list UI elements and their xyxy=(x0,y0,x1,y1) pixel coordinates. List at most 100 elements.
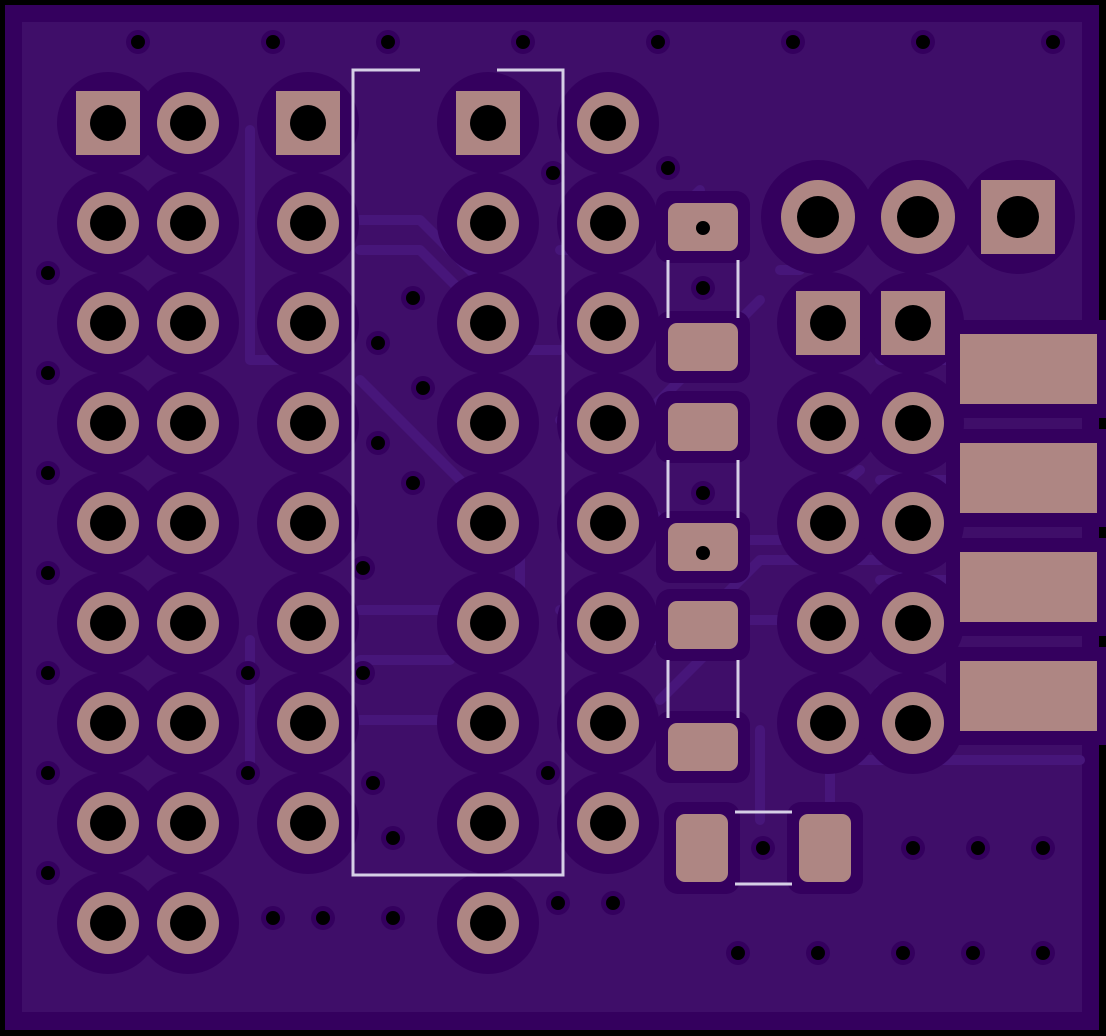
j1-pad-drill xyxy=(170,305,206,341)
j2-pad-drill xyxy=(290,205,326,241)
via xyxy=(41,366,55,380)
via xyxy=(241,666,255,680)
j1-pad-drill xyxy=(170,105,206,141)
j1-pad-drill xyxy=(90,205,126,241)
j5-pad-drill xyxy=(810,605,846,641)
u1-silkscreen-outline xyxy=(351,68,565,877)
via xyxy=(316,911,330,925)
j1-pad-drill xyxy=(170,905,206,941)
j4-pad-drill xyxy=(897,196,939,238)
u1-pad-drill xyxy=(470,105,506,141)
r3-pad xyxy=(668,601,738,649)
j5-pad-drill xyxy=(895,705,931,741)
j2-pad-drill xyxy=(290,805,326,841)
via xyxy=(41,566,55,580)
j2-pad-drill xyxy=(290,305,326,341)
j6-pad xyxy=(960,661,1097,731)
r2-pad xyxy=(668,403,738,451)
via xyxy=(131,35,145,49)
via xyxy=(386,831,400,845)
j2-pad-drill xyxy=(290,105,326,141)
via xyxy=(696,546,710,560)
j6-pad xyxy=(960,552,1097,622)
j2-pad-drill xyxy=(290,605,326,641)
j4-pad-drill xyxy=(797,196,839,238)
j6-pad xyxy=(960,443,1097,513)
j2-pad-drill xyxy=(290,405,326,441)
via xyxy=(696,221,710,235)
u1-pad-drill xyxy=(470,805,506,841)
j1-pad-drill xyxy=(170,505,206,541)
via xyxy=(906,841,920,855)
j3-pad-drill xyxy=(590,705,626,741)
j3-pad-drill xyxy=(590,605,626,641)
j3-pad-drill xyxy=(590,205,626,241)
u1-pad-drill xyxy=(470,605,506,641)
u1-pad-drill xyxy=(470,205,506,241)
via xyxy=(406,476,420,490)
via xyxy=(241,766,255,780)
j1-pad-drill xyxy=(170,705,206,741)
j5-pad-drill xyxy=(810,405,846,441)
via xyxy=(546,166,560,180)
j3-pad-drill xyxy=(590,105,626,141)
j3-pad-drill xyxy=(590,805,626,841)
via xyxy=(356,561,370,575)
r3-pad xyxy=(668,723,738,771)
u1-pad-drill xyxy=(470,905,506,941)
via xyxy=(366,776,380,790)
via xyxy=(966,946,980,960)
via xyxy=(41,466,55,480)
c1-pad xyxy=(676,814,728,882)
via xyxy=(41,766,55,780)
j1-pad-drill xyxy=(170,605,206,641)
via xyxy=(606,896,620,910)
j1-pad-drill xyxy=(170,405,206,441)
c1-pad xyxy=(799,814,851,882)
via xyxy=(1036,946,1050,960)
j4-pad-drill xyxy=(997,196,1039,238)
via xyxy=(371,436,385,450)
via xyxy=(356,666,370,680)
j3-pad-drill xyxy=(590,505,626,541)
j2-pad-drill xyxy=(290,705,326,741)
j1-pad-drill xyxy=(90,805,126,841)
via xyxy=(541,766,555,780)
j5-pad-drill xyxy=(895,405,931,441)
via xyxy=(1046,35,1060,49)
via xyxy=(661,161,675,175)
j3-pad-drill xyxy=(590,305,626,341)
via xyxy=(41,666,55,680)
u1-pad-drill xyxy=(470,305,506,341)
via xyxy=(416,381,430,395)
via xyxy=(651,35,665,49)
via xyxy=(516,35,530,49)
j5-pad-drill xyxy=(810,305,846,341)
j1-pad-drill xyxy=(90,605,126,641)
silkscreen xyxy=(351,68,792,886)
j6-pad xyxy=(960,334,1097,404)
vias xyxy=(41,35,1060,960)
via xyxy=(381,35,395,49)
via xyxy=(731,946,745,960)
via xyxy=(811,946,825,960)
via xyxy=(371,336,385,350)
via xyxy=(916,35,930,49)
via xyxy=(971,841,985,855)
via xyxy=(896,946,910,960)
j5-pad-drill xyxy=(895,305,931,341)
u1-pad-drill xyxy=(470,405,506,441)
via xyxy=(41,266,55,280)
via xyxy=(696,486,710,500)
j1-pad-drill xyxy=(90,705,126,741)
j2-pad-drill xyxy=(290,505,326,541)
via xyxy=(266,35,280,49)
j1-pad-drill xyxy=(170,805,206,841)
via xyxy=(696,281,710,295)
j1-pad-drill xyxy=(90,305,126,341)
j5-pad-drill xyxy=(810,505,846,541)
j1-pad-drill xyxy=(90,905,126,941)
via xyxy=(786,35,800,49)
via xyxy=(266,911,280,925)
